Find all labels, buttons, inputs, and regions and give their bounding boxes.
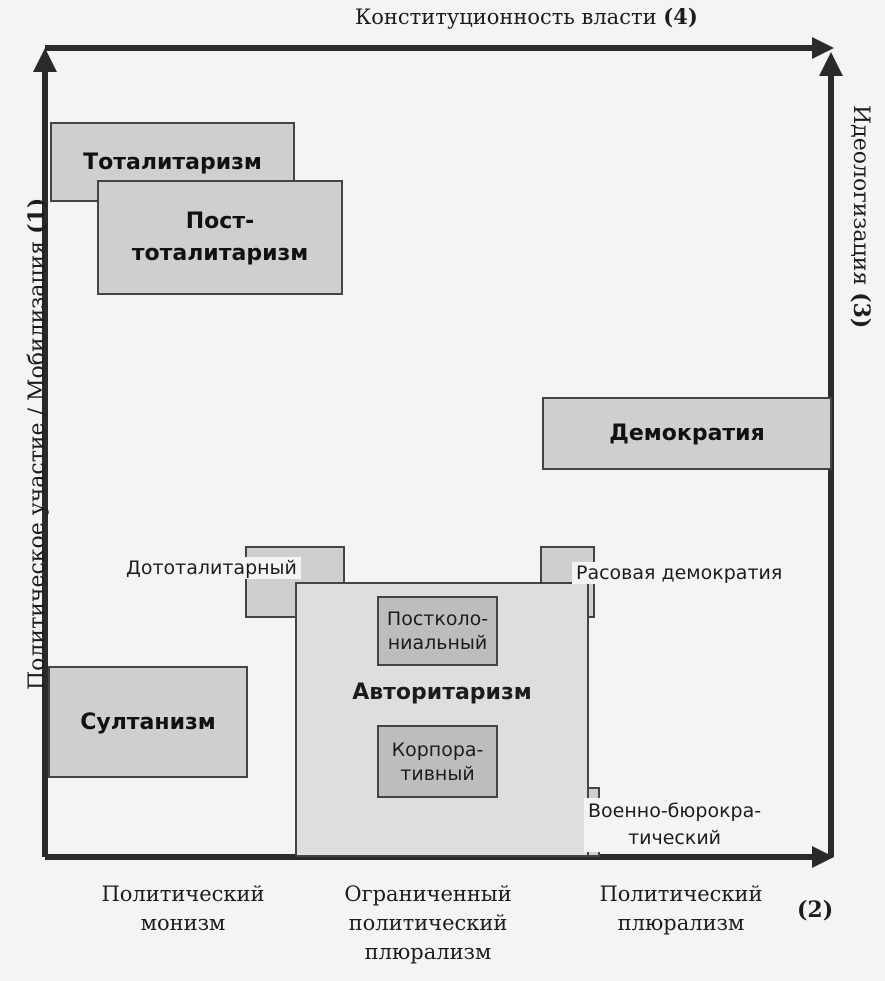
regime-label-corporative-2: тивный bbox=[400, 762, 475, 785]
bottom-label-line: монизм bbox=[140, 911, 226, 935]
bottom-label-line: плюрализм bbox=[617, 911, 745, 935]
regime-label-post-totalitarianism-1: Пост- bbox=[185, 208, 255, 234]
regime-label-racial-democracy: Расовая демократия bbox=[572, 562, 787, 584]
box-postcolonial: Постколо- ниальный bbox=[377, 596, 498, 666]
box-corporative: Корпора- тивный bbox=[377, 725, 498, 798]
bottom-label-line: политический bbox=[348, 911, 508, 935]
left-axis-arrowhead bbox=[33, 48, 57, 72]
bottom-label-line: плюрализм bbox=[364, 940, 492, 964]
axis-label-left-text: Политическое участие / Мобилизация bbox=[25, 240, 50, 690]
regime-label-postcolonial-1: Постколо- bbox=[386, 608, 489, 630]
right-axis-arrowhead bbox=[819, 52, 843, 76]
axis-number-top: (4) bbox=[663, 4, 698, 29]
regime-label-post-totalitarianism-2: тоталитаризм bbox=[131, 240, 309, 266]
axis-number-bottom: (2) bbox=[797, 897, 834, 923]
axis-label-right: Идеологизация (3) bbox=[848, 105, 874, 328]
regime-label-totalitarianism: Тоталитаризм bbox=[83, 149, 262, 175]
bottom-label-line: Ограниченный bbox=[344, 882, 512, 906]
box-democracy: Демократия bbox=[542, 397, 832, 470]
axis-label-top: Конституционность власти (4) bbox=[355, 4, 698, 29]
regime-label-military-bureaucratic: Военно-бюрокра- тический bbox=[584, 798, 766, 852]
box-sultanism: Султанизм bbox=[48, 666, 248, 778]
bottom-label-line: Политический bbox=[101, 882, 265, 906]
bottom-label-limited-pluralism: Ограниченный политический плюрализм bbox=[318, 880, 538, 967]
regime-label-pre-totalitarian: Дототалитарный bbox=[122, 557, 301, 579]
axis-number-left: (1) bbox=[24, 197, 50, 234]
regime-label-military-bureaucratic-2: тический bbox=[628, 827, 722, 849]
regime-label-corporative-1: Корпора- bbox=[391, 738, 484, 761]
axis-label-top-text: Конституционность власти bbox=[355, 5, 657, 29]
regime-label-authoritarianism: Авторитаризм bbox=[352, 680, 532, 705]
regime-label-military-bureaucratic-1: Военно-бюрокра- bbox=[588, 800, 762, 822]
axis-number-right: (3) bbox=[848, 292, 874, 329]
top-axis-arrowhead bbox=[812, 37, 834, 59]
regime-label-postcolonial-2: ниальный bbox=[387, 632, 488, 654]
regime-label-democracy: Демократия bbox=[609, 421, 765, 446]
axis-label-left: Политическое участие / Мобилизация (1) bbox=[24, 198, 50, 690]
bottom-axis-arrowhead bbox=[812, 846, 834, 868]
regime-label-sultanism: Султанизм bbox=[80, 709, 216, 735]
bottom-label-pluralism: Политический плюрализм bbox=[576, 880, 786, 938]
axis-label-right-text: Идеологизация bbox=[848, 105, 873, 286]
bottom-label-line: Политический bbox=[599, 882, 763, 906]
box-post-totalitarianism: Пост- тоталитаризм bbox=[97, 180, 343, 295]
bottom-label-monism: Политический монизм bbox=[78, 880, 288, 938]
